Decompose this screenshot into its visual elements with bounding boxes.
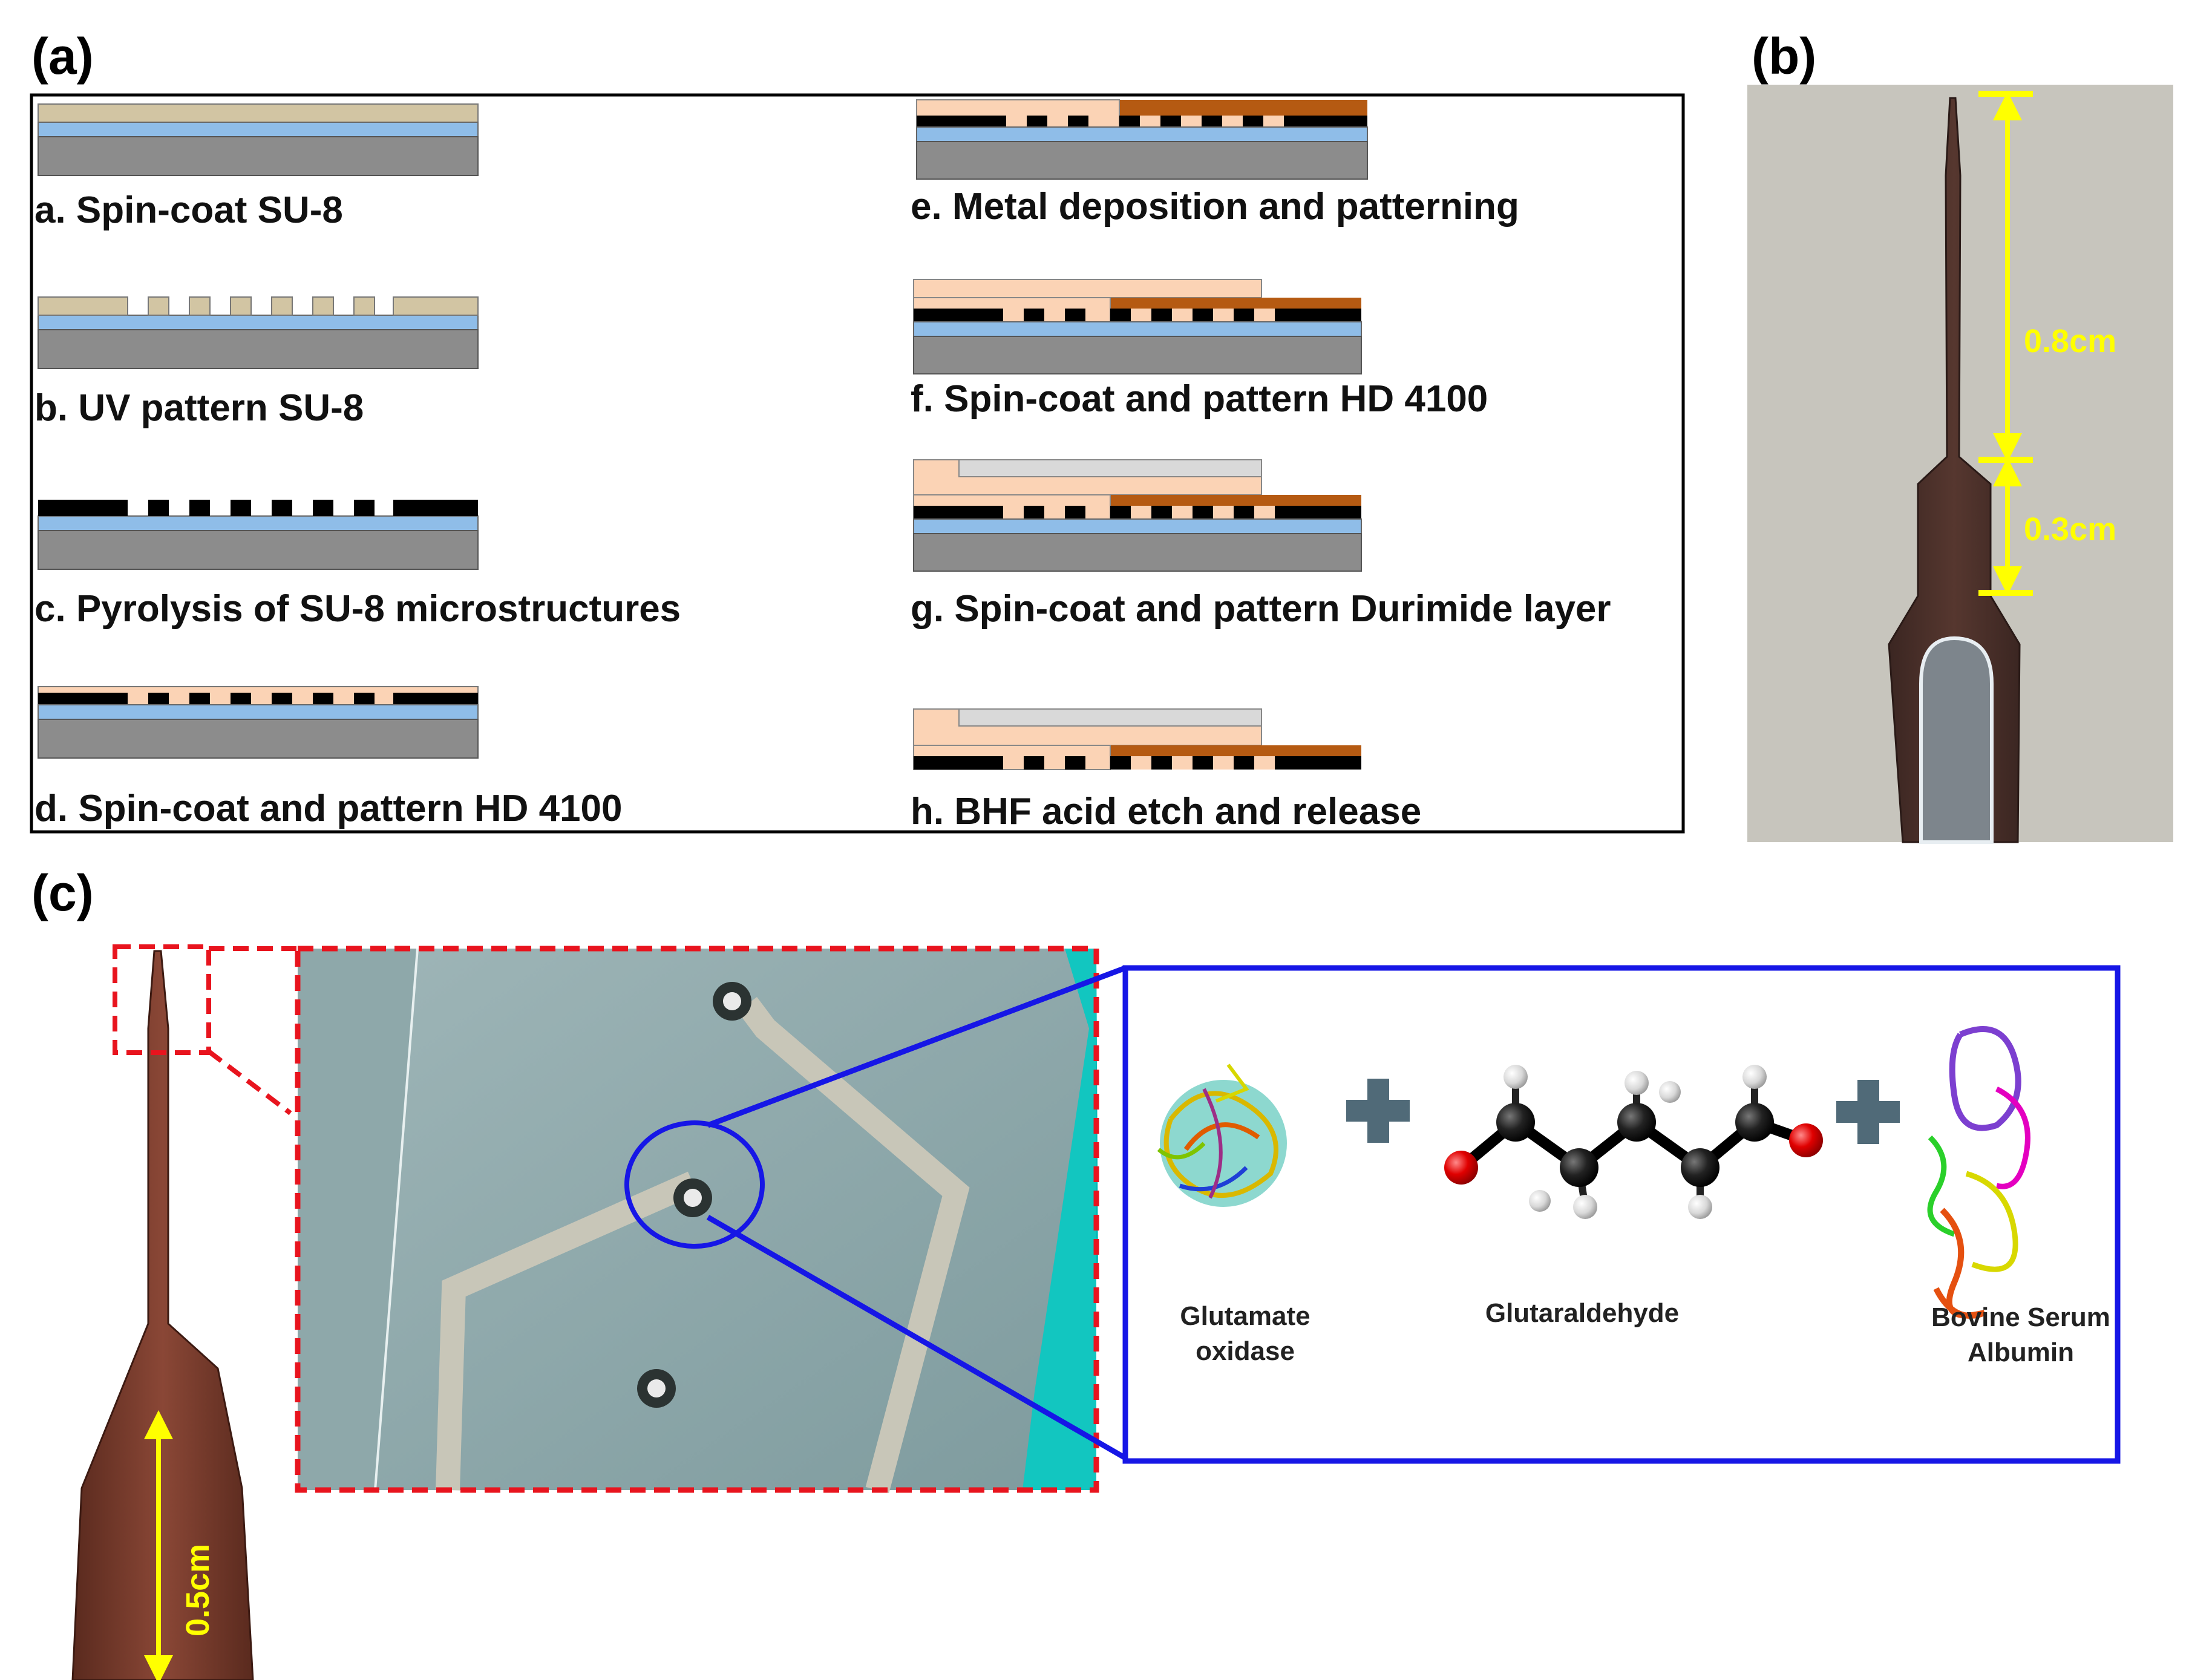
step-c-label: c. Pyrolysis of SU-8 microstructures	[34, 588, 681, 630]
blue-connector-bottom	[706, 1215, 1127, 1460]
step-f-label: f. Spin-coat and pattern HD 4100	[911, 378, 1488, 420]
step-d-cross-section	[38, 686, 479, 759]
microscope-frame	[295, 946, 1099, 1493]
reagent-frame	[1122, 965, 2121, 1464]
enzyme-label-line2: oxidase	[1196, 1336, 1295, 1366]
probe-photo-panel: 0.8cm 0.3cm	[1747, 85, 2173, 844]
blue-connector-top	[707, 965, 1127, 1128]
glutaraldehyde-molecule	[1444, 1065, 1823, 1219]
plus-icon	[1836, 1080, 1900, 1144]
microscope-image	[298, 948, 1098, 1494]
process-flow-panel: a. Spin-coat SU-8 b. UV pattern SU-8	[30, 93, 1685, 834]
protein-label-line2: Albumin	[1968, 1338, 2074, 1367]
plus-icon	[1346, 1079, 1410, 1143]
panel-label-a: (a)	[31, 28, 94, 85]
panel-label-c: (c)	[31, 865, 94, 921]
protein-label-line1: Bovine Serum	[1931, 1302, 2110, 1332]
trace-inner	[436, 1171, 698, 1491]
step-c-cross-section	[38, 500, 479, 570]
bsa-protein-structure	[1927, 1026, 2030, 1319]
step-g-label: g. Spin-coat and pattern Durimide layer	[911, 588, 1611, 630]
step-d-label: d. Spin-coat and pattern HD 4100	[34, 788, 623, 829]
step-a-label: a. Spin-coat SU-8	[34, 189, 343, 231]
copper-probe	[71, 950, 254, 1680]
zoom-connector-bottom	[207, 1049, 292, 1116]
immobilization-panel: 0.5cm	[71, 944, 2121, 1680]
trace-outer	[738, 997, 970, 1494]
step-a-cross-section	[38, 103, 479, 176]
scale-label-upper: 0.8cm	[2024, 323, 2116, 359]
step-b-label: b. UV pattern SU-8	[34, 387, 364, 429]
step-h-cross-section	[913, 708, 1361, 770]
step-h-label: h. BHF acid etch and release	[911, 791, 1421, 832]
scale-label-lower: 0.3cm	[2024, 511, 2116, 547]
tip-highlight-box	[113, 944, 211, 1055]
crosslinker-label: Glutaraldehyde	[1485, 1298, 1679, 1328]
step-b-cross-section	[38, 296, 479, 369]
step-e-label: e. Metal deposition and patterning	[911, 186, 1519, 227]
enzyme-label-line1: Glutamate	[1180, 1301, 1310, 1331]
probe-contact-pad	[1919, 636, 1994, 844]
step-f-cross-section	[913, 279, 1362, 374]
process-frame	[30, 93, 1685, 834]
panel-label-b: (b)	[1752, 28, 1816, 85]
step-e-cross-section	[916, 99, 1368, 180]
glutamate-oxidase-structure	[1157, 1064, 1287, 1207]
step-g-cross-section	[913, 459, 1362, 572]
probe-scale-label: 0.5cm	[180, 1544, 216, 1636]
electrode-zoom-circle	[624, 1120, 765, 1249]
